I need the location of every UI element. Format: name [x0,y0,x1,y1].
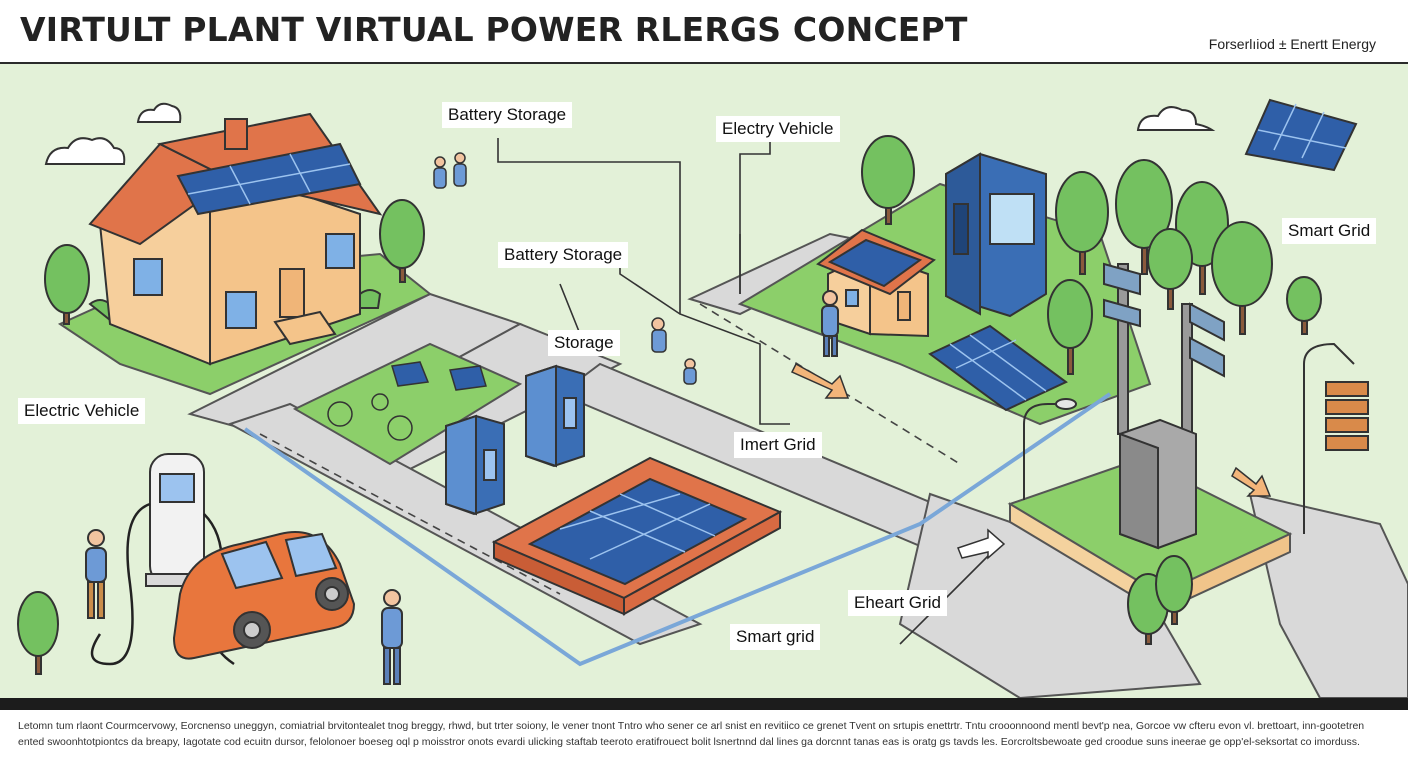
direction-arrow-icon [790,362,850,399]
label-storage: Storage [548,330,620,356]
cloud-icon [1136,106,1216,131]
dashed-path [259,303,961,595]
illustration-scene: Battery Storage Battery Storage Storage … [0,64,1408,698]
cloud-icon [44,137,126,165]
person-icon [821,290,839,357]
solar-array-large [491,456,783,616]
label-electry-vehicle: Electry Vehicle [716,116,840,142]
label-smart-grid-bottom: Smart grid [730,624,821,650]
footer-bar: Letomn tum rlaont Courmcervowy, Eorcnens… [0,698,1408,768]
shrub-icon [327,393,413,441]
label-imert-grid: Imert Grid [734,432,822,458]
person-icon [85,529,107,619]
tree-icon [44,244,90,325]
label-battery-storage-mid: Battery Storage [498,242,629,268]
footer-description: Letomn tum rlaont Courmcervowy, Eorcnens… [18,720,1365,748]
grid-cabinet [945,152,1047,318]
person-icon [381,589,403,685]
label-electric-vehicle: Electric Vehicle [18,398,146,424]
tree-icon [1055,171,1109,275]
worker-icon [433,152,467,189]
small-house [816,228,936,338]
solar-panel-ground [928,324,1068,412]
tree-icon [1155,555,1193,625]
page-title: VIRTULT PLANT VIRTUAL POWER RLERGS CONCE… [20,10,968,49]
tree-icon [1211,221,1273,335]
tree-icon [379,199,425,283]
tree-icon [1147,228,1193,310]
header-bar: VIRTULT PLANT VIRTUAL POWER RLERGS CONCE… [0,0,1408,64]
electric-car [172,531,356,660]
label-eheart-grid: Eheart Grid [848,590,947,616]
worker-icon [651,317,697,385]
solar-panel-floating [1244,98,1358,172]
tree-icon [1115,159,1173,275]
label-battery-storage-top: Battery Storage [442,102,573,128]
tree-icon [1047,279,1093,375]
label-smart-grid-right: Smart Grid [1282,218,1377,244]
power-line [243,392,1112,667]
direction-arrow-icon [1231,466,1272,497]
substation-tower [1103,262,1225,550]
tree-icon [1286,276,1322,335]
solar-panel-small [391,361,487,391]
street-lamp [1023,398,1077,500]
house [88,112,383,366]
cloud-icon [136,102,182,123]
storage-cabinet [525,364,585,468]
scene-illustration [0,64,1408,698]
brand-caption: Forserlıiod ± Enertt Energy [1208,36,1376,52]
storage-cabinet [445,414,505,516]
direction-arrow-icon [957,528,1006,560]
tree-icon [861,135,915,225]
signpost [1303,342,1369,534]
tree-icon [17,591,59,675]
